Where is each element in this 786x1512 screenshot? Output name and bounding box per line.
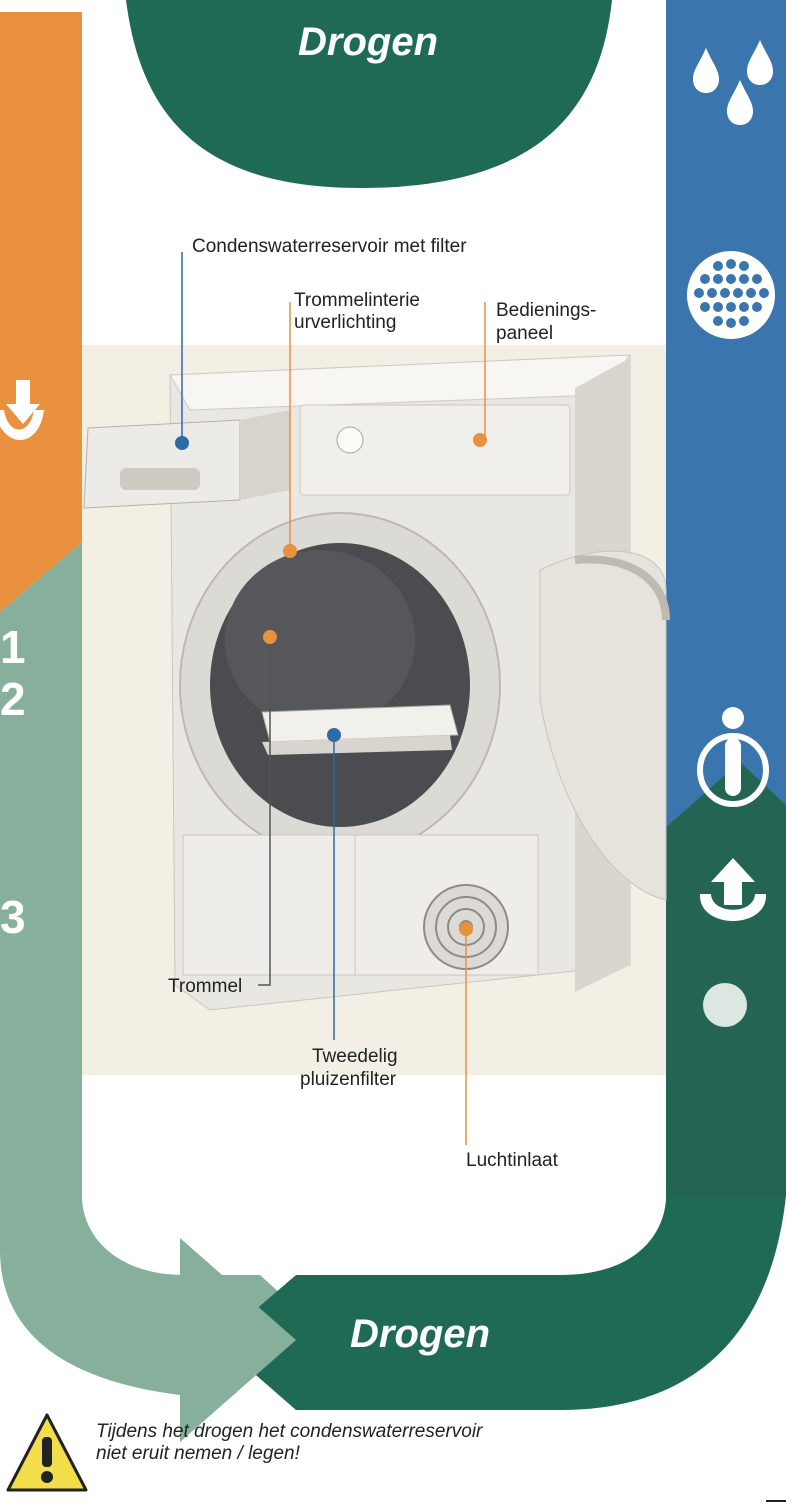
label-filter-line1: Tweedelig <box>312 1046 398 1068</box>
step-number-3: 3 <box>0 890 26 944</box>
label-air-inlet: Luchtinlaat <box>466 1150 558 1172</box>
marker-filter <box>327 728 341 742</box>
label-condensate: Condenswaterreservoir met filter <box>192 236 467 258</box>
warning-line-1: Tijdens het drogen het condenswaterreser… <box>96 1421 656 1443</box>
step-number-2: 2 <box>0 672 26 726</box>
step-number-1: 1 <box>0 620 26 674</box>
warning-text: Tijdens het drogen het condenswaterreser… <box>96 1421 656 1465</box>
label-panel-line1: Bedienings- <box>496 300 596 322</box>
bottom-band <box>218 1196 786 1410</box>
title-bottom: Drogen <box>330 1312 510 1357</box>
marker-panel <box>473 433 487 447</box>
label-drum-light-line1: Trommelinterie <box>294 290 420 312</box>
dot-grid-icon <box>687 251 775 339</box>
marker-condensate <box>175 436 189 450</box>
label-drum: Trommel <box>168 976 242 998</box>
warning-triangle-icon <box>8 1415 86 1490</box>
title-top: Drogen <box>240 20 496 65</box>
marker-drum <box>263 630 277 644</box>
sage-arrowhead <box>180 1238 296 1442</box>
marker-air-inlet <box>459 922 473 936</box>
marker-drum-light <box>283 544 297 558</box>
warning-line-2: niet eruit nemen / legen! <box>96 1443 656 1465</box>
page-corner-mark <box>766 1500 786 1502</box>
label-panel-line2: paneel <box>496 323 553 345</box>
label-drum-light-line2: urverlichting <box>294 312 396 334</box>
light-dot-icon <box>703 983 747 1027</box>
label-filter-line2: pluizenfilter <box>300 1069 396 1091</box>
